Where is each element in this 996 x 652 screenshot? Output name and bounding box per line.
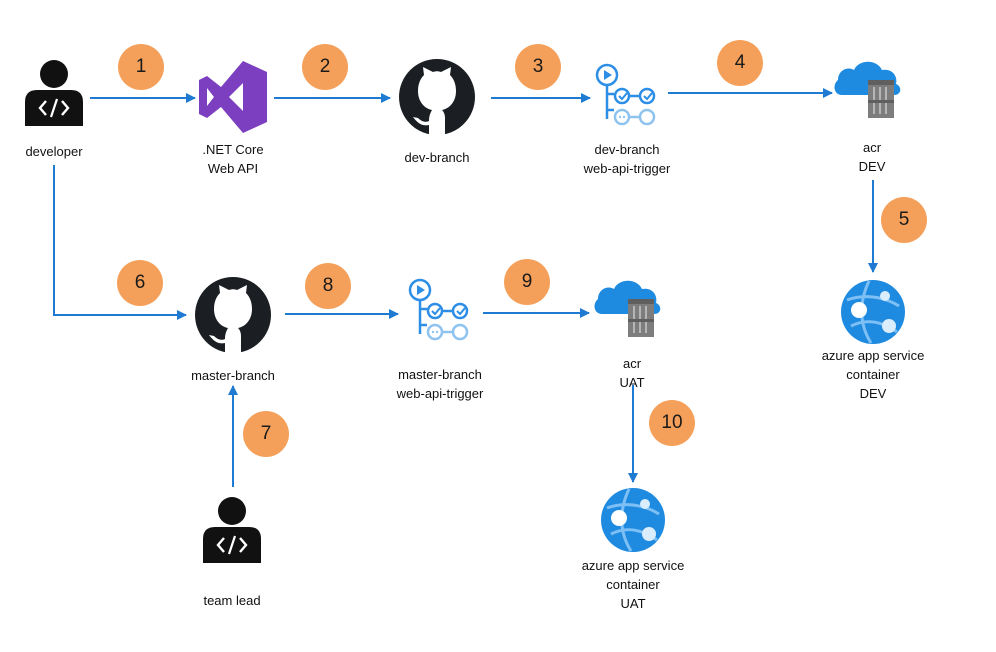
app-service-icon <box>599 486 667 554</box>
label-line: web-api-trigger <box>583 161 671 176</box>
pipeline-icon <box>595 63 656 126</box>
label-line: acr <box>862 140 882 155</box>
visual-studio-icon <box>199 61 267 133</box>
node-label-developer: developer <box>25 142 82 161</box>
step-badge-7: 7 <box>243 411 289 457</box>
label-line: DEV <box>859 386 887 401</box>
app-service-icon <box>839 278 907 346</box>
pipeline-icon <box>408 278 469 341</box>
step-badge-9: 9 <box>504 259 550 305</box>
label-line: container <box>606 577 660 592</box>
node-label-master-trigger: master-branch web-api-trigger <box>397 365 484 403</box>
label-line: azure app service <box>821 348 925 363</box>
node-label-dev-branch: dev-branch <box>404 148 469 167</box>
developer-person-icon <box>201 495 263 565</box>
container-registry-icon <box>833 60 902 119</box>
node-label-master-branch: master-branch <box>191 366 275 385</box>
step-badge-8: 8 <box>305 263 351 309</box>
step-badge-6: 6 <box>117 260 163 306</box>
label-line: container <box>846 367 900 382</box>
label-line: developer <box>25 144 83 159</box>
label-line: .NET Core <box>202 142 264 157</box>
node-label-dotnet: .NET Core Web API <box>202 140 263 178</box>
label-line: dev-branch <box>594 142 660 157</box>
label-line: master-branch <box>191 368 275 383</box>
label-line: Web API <box>207 161 259 176</box>
node-label-team-lead: team lead <box>203 591 260 610</box>
arrow-6 <box>53 165 187 320</box>
developer-person-icon <box>23 58 85 128</box>
label-line: UAT <box>619 375 645 390</box>
node-label-acr-dev: acr DEV <box>859 138 886 176</box>
step-badge-3: 3 <box>515 44 561 90</box>
step-badge-10: 10 <box>649 400 695 446</box>
label-line: DEV <box>858 159 886 174</box>
label-line: dev-branch <box>404 150 470 165</box>
node-label-dev-trigger: dev-branch web-api-trigger <box>584 140 671 178</box>
github-icon <box>399 59 475 135</box>
connectors <box>53 88 878 487</box>
label-line: UAT <box>620 596 646 611</box>
node-label-app-dev: azure app service container DEV <box>822 346 925 403</box>
github-icon <box>195 277 271 353</box>
step-badge-2: 2 <box>302 44 348 90</box>
step-badge-5: 5 <box>881 197 927 243</box>
container-registry-icon <box>593 279 662 338</box>
label-line: master-branch <box>398 367 482 382</box>
node-label-app-uat: azure app service container UAT <box>582 556 685 613</box>
label-line: acr <box>622 356 642 371</box>
step-badge-4: 4 <box>717 40 763 86</box>
label-line: team lead <box>203 593 261 608</box>
step-badge-1: 1 <box>118 44 164 90</box>
label-line: azure app service <box>581 558 685 573</box>
label-line: web-api-trigger <box>396 386 484 401</box>
node-label-acr-uat: acr UAT <box>619 354 644 392</box>
